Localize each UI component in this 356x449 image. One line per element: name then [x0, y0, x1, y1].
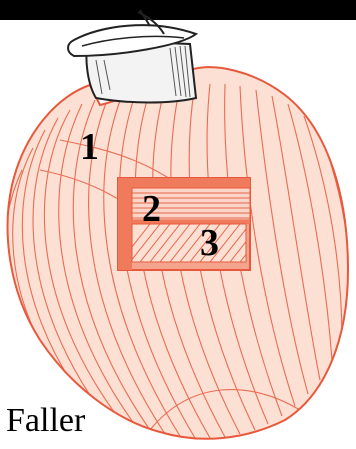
credit-text: Faller — [6, 404, 85, 438]
label-1: 1 — [80, 128, 99, 166]
label-3: 3 — [200, 224, 219, 262]
cutaway-window — [118, 178, 270, 270]
label-2: 2 — [142, 190, 161, 228]
